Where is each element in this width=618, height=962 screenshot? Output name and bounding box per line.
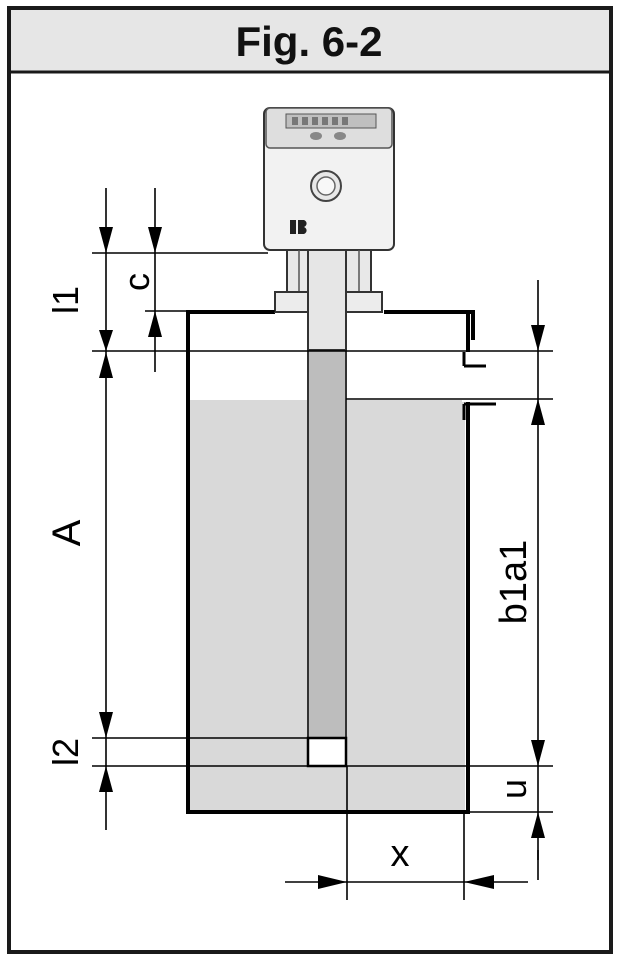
figure-title: Fig. 6-2 — [235, 18, 382, 65]
round-button-icon — [310, 170, 342, 202]
label-l2: l2 — [45, 738, 86, 766]
probe-rod — [307, 349, 347, 739]
display-window-icon — [285, 113, 377, 140]
figure-header — [11, 10, 609, 72]
label-x: x — [391, 833, 410, 875]
label-c: c — [116, 273, 157, 291]
extension-lines — [92, 252, 553, 900]
arrowheads — [99, 227, 545, 889]
label-u: u — [493, 779, 534, 799]
label-l1: l1 — [45, 286, 86, 314]
probe-rod-upper — [307, 249, 347, 351]
brand-logo-icon — [290, 220, 307, 234]
label-b1a1: b1a1 — [493, 540, 535, 625]
probe-tip — [306, 736, 348, 768]
dimension-lines — [105, 188, 539, 883]
label-A: A — [45, 519, 89, 546]
